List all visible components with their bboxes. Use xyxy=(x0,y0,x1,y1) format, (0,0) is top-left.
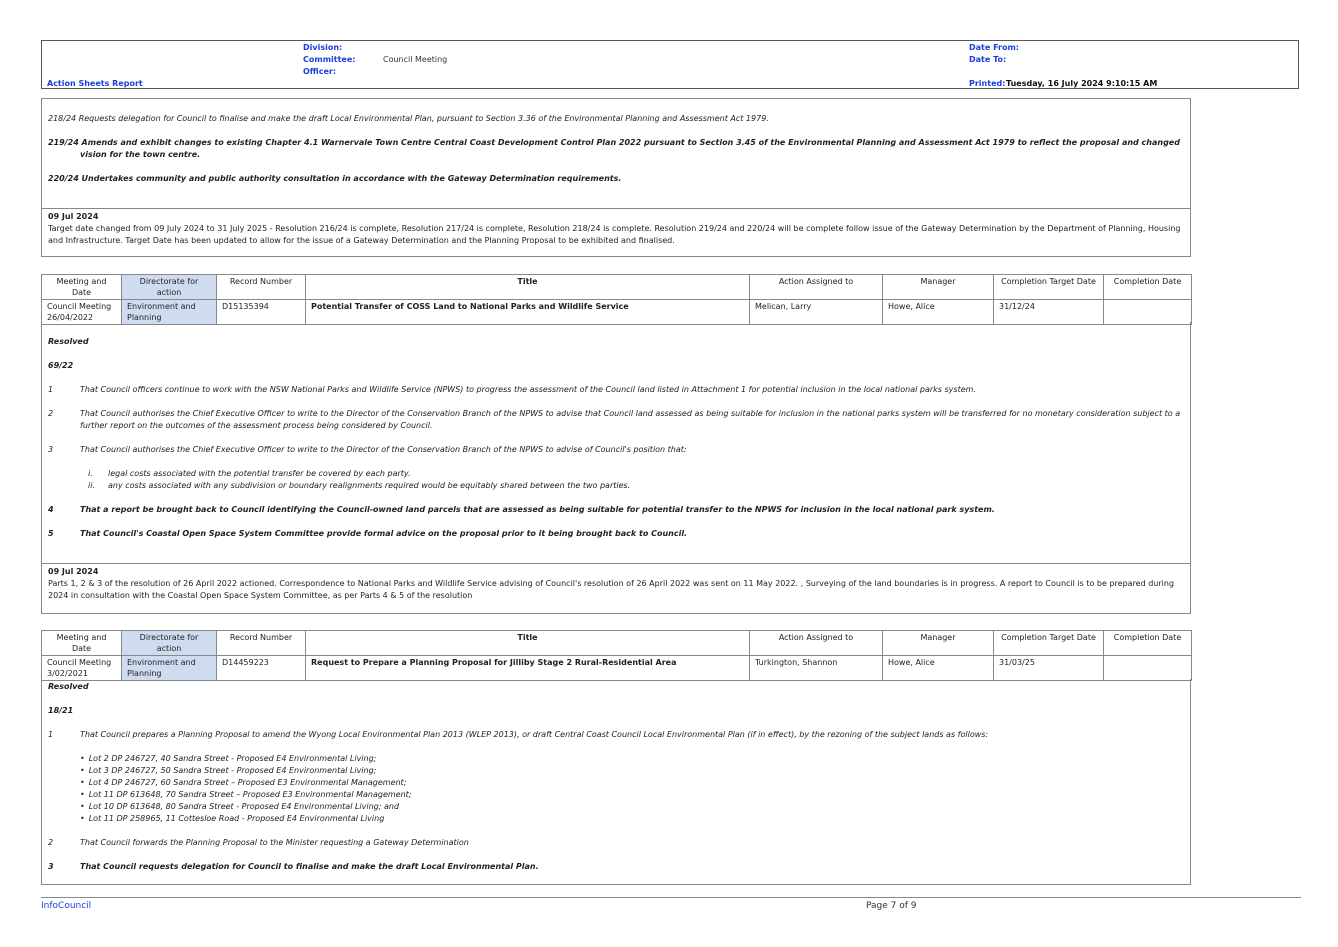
resolved-label: Resolved xyxy=(48,682,89,691)
record-cell: D15135394 xyxy=(216,299,306,325)
footer-divider xyxy=(41,897,1301,898)
assigned-cell: Turkington, Shannon xyxy=(749,655,883,681)
col-meeting: Meeting and Date xyxy=(41,630,122,656)
assigned-cell: Melican, Larry xyxy=(749,299,883,325)
table-header-row: Meeting and Date Directorate for action … xyxy=(41,630,1192,656)
table-row: Council Meeting 3/02/2021 Environment an… xyxy=(41,655,1192,681)
col-target: Completion Target Date xyxy=(993,630,1104,656)
title-cell: Request to Prepare a Planning Proposal f… xyxy=(305,655,750,681)
printed-value: Tuesday, 16 July 2024 9:10:15 AM xyxy=(1006,79,1158,88)
footer-brand: InfoCouncil xyxy=(41,901,92,911)
committee-value: Council Meeting xyxy=(383,55,448,64)
resolved-label: Resolved xyxy=(48,337,89,346)
note-date: 09 Jul 2024 xyxy=(48,212,99,221)
report-title: Action Sheets Report xyxy=(47,79,143,88)
target-cell: 31/12/24 xyxy=(993,299,1104,325)
resolution-number: 69/22 xyxy=(48,361,74,370)
resolution-220-24: 220/24 Undertakes community and public a… xyxy=(48,174,622,183)
officer-label: Officer: xyxy=(303,67,337,76)
list-item: Lot 10 DP 613648, 80 Sandra Street - Pro… xyxy=(80,801,1182,813)
col-completion: Completion Date xyxy=(1103,274,1192,300)
note-date: 09 Jul 2024 xyxy=(48,567,99,576)
col-title: Title xyxy=(305,274,750,300)
col-directorate: Directorate for action xyxy=(121,274,217,300)
manager-cell: Howe, Alice xyxy=(882,655,994,681)
record-cell: D14459223 xyxy=(216,655,306,681)
target-cell: 31/03/25 xyxy=(993,655,1104,681)
part-3-i: i.legal costs associated with the potent… xyxy=(88,469,411,478)
division-label: Division: xyxy=(303,43,343,52)
table-header-row: Meeting and Date Directorate for action … xyxy=(41,274,1192,300)
list-item: Lot 2 DP 246727, 40 Sandra Street - Prop… xyxy=(80,753,1182,765)
page-number: Page 7 of 9 xyxy=(866,901,917,911)
list-item: Lot 11 DP 258965, 11 Cottesloe Road - Pr… xyxy=(80,813,1182,825)
col-manager: Manager xyxy=(882,630,994,656)
col-record: Record Number xyxy=(216,274,306,300)
list-item: Lot 3 DP 246727, 50 Sandra Street - Prop… xyxy=(80,765,1182,777)
divider xyxy=(42,208,1190,209)
note-text: Parts 1, 2 & 3 of the resolution of 26 A… xyxy=(48,579,1175,600)
list-item: Lot 4 DP 246727, 60 Sandra Street – Prop… xyxy=(80,777,1182,789)
lot-list: Lot 2 DP 246727, 40 Sandra Street - Prop… xyxy=(80,753,1182,825)
committee-label: Committee: xyxy=(303,55,356,64)
report-header: Division: Committee: Council Meeting Off… xyxy=(41,40,1299,89)
col-completion: Completion Date xyxy=(1103,630,1192,656)
list-item: Lot 11 DP 613648, 70 Sandra Street – Pro… xyxy=(80,789,1182,801)
col-assigned: Action Assigned to xyxy=(749,274,883,300)
directorate-cell: Environment and Planning xyxy=(121,655,217,681)
resolution-number: 18/21 xyxy=(48,706,74,715)
lot-list-items: Lot 2 DP 246727, 40 Sandra Street - Prop… xyxy=(80,753,1182,825)
completion-cell xyxy=(1103,299,1192,325)
col-assigned: Action Assigned to xyxy=(749,630,883,656)
date-from-label: Date From: xyxy=(969,43,1020,52)
divider xyxy=(42,563,1190,564)
col-target: Completion Target Date xyxy=(993,274,1104,300)
manager-cell: Howe, Alice xyxy=(882,299,994,325)
title-cell: Potential Transfer of COSS Land to Natio… xyxy=(305,299,750,325)
note-text: Target date changed from 09 July 2024 to… xyxy=(48,224,1181,245)
action-table-2: Meeting and Date Directorate for action … xyxy=(41,630,1192,681)
col-directorate: Directorate for action xyxy=(121,630,217,656)
continued-action-box: 218/24 Requests delegation for Council t… xyxy=(41,98,1191,257)
table-row: Council Meeting 26/04/2022 Environment a… xyxy=(41,299,1192,325)
col-record: Record Number xyxy=(216,630,306,656)
part-3-ii: ii.any costs associated with any subdivi… xyxy=(88,481,631,490)
directorate-cell: Environment and Planning xyxy=(121,299,217,325)
col-manager: Manager xyxy=(882,274,994,300)
completion-cell xyxy=(1103,655,1192,681)
resolution-218-24: 218/24 Requests delegation for Council t… xyxy=(48,114,769,123)
date-to-label: Date To: xyxy=(969,55,1007,64)
printed-label: Printed: xyxy=(969,79,1006,88)
meeting-cell: Council Meeting 3/02/2021 xyxy=(41,655,122,681)
col-title: Title xyxy=(305,630,750,656)
action-table-1: Meeting and Date Directorate for action … xyxy=(41,274,1192,325)
meeting-cell: Council Meeting 26/04/2022 xyxy=(41,299,122,325)
resolution-219-24: 219/24 Amends and exhibit changes to exi… xyxy=(48,138,1180,159)
col-meeting: Meeting and Date xyxy=(41,274,122,300)
